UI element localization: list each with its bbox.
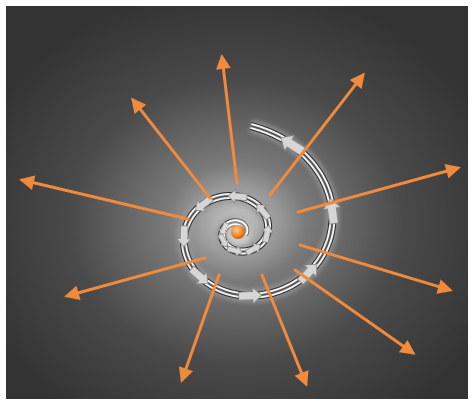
center-point [224,218,252,246]
center-dot [231,225,245,239]
